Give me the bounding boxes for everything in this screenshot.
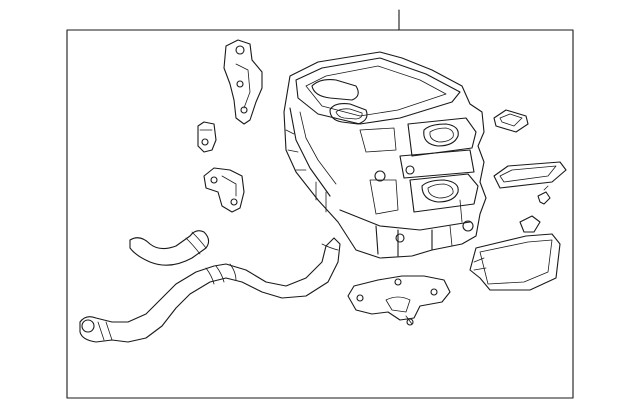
protector-cover[interactable] (469, 215, 561, 291)
lower-bracket[interactable] (203, 167, 245, 213)
cover-plate[interactable] (493, 161, 567, 189)
inverter-assembly[interactable] (283, 51, 487, 259)
upper-bracket[interactable] (223, 39, 263, 125)
short-hose[interactable] (129, 230, 210, 266)
small-bolt[interactable] (537, 185, 551, 205)
mount-bracket[interactable] (347, 275, 451, 326)
frame (66, 29, 574, 399)
gasket-plate[interactable] (493, 109, 529, 133)
long-hose[interactable] (79, 237, 341, 343)
small-clip[interactable] (197, 121, 217, 153)
